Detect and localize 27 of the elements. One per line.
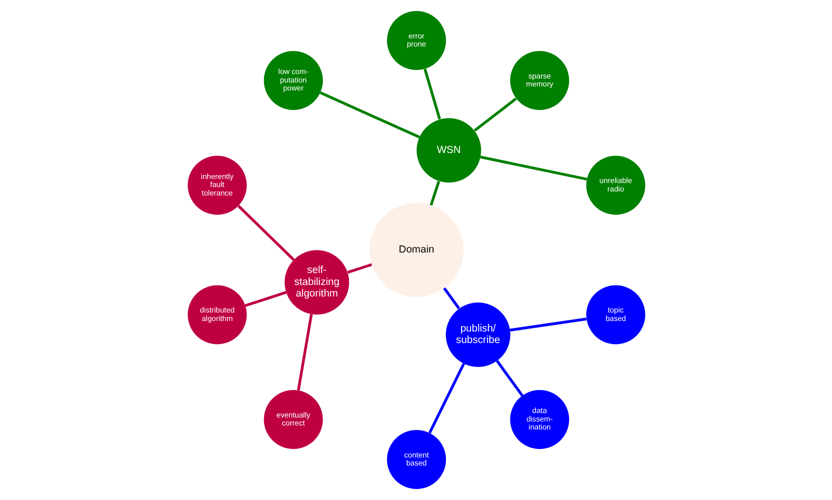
- connector: [428, 363, 465, 434]
- connector: [429, 180, 440, 206]
- node-circle: low com- putation power: [263, 51, 322, 110]
- node-circle: content based: [386, 430, 446, 489]
- node-circle: WSN: [416, 118, 481, 183]
- node-circle: inherently fault tolerance: [187, 156, 246, 215]
- connector: [473, 98, 516, 132]
- node-circle: sparse memory: [510, 51, 569, 110]
- connector: [296, 314, 312, 390]
- node-circle: unreliable radio: [586, 156, 645, 215]
- node-circle: error prone: [386, 11, 446, 70]
- node-circle: publish/ subscribe: [445, 302, 510, 367]
- connector: [237, 205, 294, 261]
- connector: [509, 318, 586, 332]
- connector: [480, 156, 587, 181]
- connector: [495, 360, 523, 396]
- node-circle: distributed algorithm: [187, 285, 246, 344]
- connector: [319, 91, 420, 138]
- node-circle: eventually correct: [263, 390, 322, 449]
- node-circle: self- stabilizing algorithm: [284, 250, 349, 315]
- node-circle: data dissem- ination: [510, 390, 569, 449]
- node-circle: Domain: [369, 203, 463, 297]
- connector: [244, 291, 286, 307]
- connector: [442, 287, 460, 310]
- node-circle: topic based: [586, 285, 645, 344]
- connector: [346, 263, 372, 274]
- connector: [423, 68, 440, 120]
